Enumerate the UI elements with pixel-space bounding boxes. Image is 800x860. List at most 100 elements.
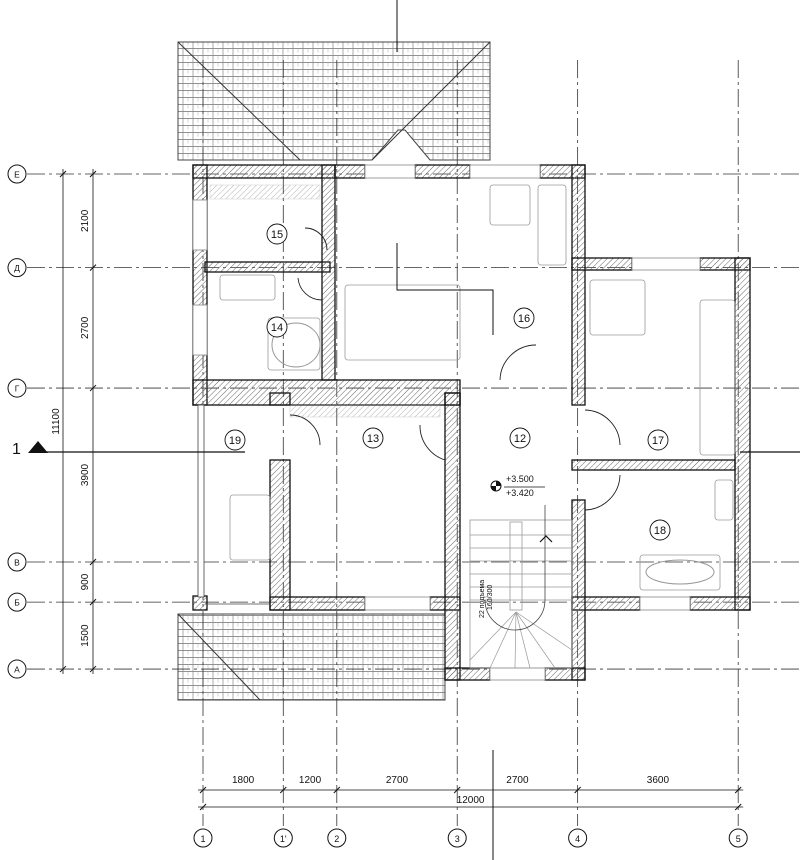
roof-bottom xyxy=(177,613,446,701)
room-bubble xyxy=(266,223,288,245)
furniture-item xyxy=(699,299,736,456)
wardrobe xyxy=(289,404,441,418)
roof-ridge xyxy=(371,41,491,161)
axis-label: Д xyxy=(14,263,20,273)
furniture-item xyxy=(714,479,734,521)
wall xyxy=(689,596,751,611)
axis-bubble xyxy=(728,828,748,848)
axis-bubble xyxy=(7,378,27,398)
furniture-item xyxy=(639,554,721,591)
door-swing xyxy=(297,277,323,301)
bathtub-corner xyxy=(271,322,321,368)
wall xyxy=(204,261,331,273)
dim-tick xyxy=(89,558,97,566)
room-number: 16 xyxy=(518,313,530,325)
dim-tick xyxy=(279,786,287,794)
stair-winder xyxy=(514,611,517,669)
wall xyxy=(444,667,491,681)
roof-ridge xyxy=(177,41,301,161)
stair-path xyxy=(484,505,546,631)
window xyxy=(364,596,431,611)
stair-winder xyxy=(515,611,556,669)
axis-bubble xyxy=(193,828,213,848)
axis-label: 3 xyxy=(455,834,460,844)
elevation-marker-icon xyxy=(491,481,501,491)
axis-label: 4 xyxy=(575,834,580,844)
stair-ratio: 160/300 xyxy=(487,585,494,610)
axis-bubble xyxy=(447,828,467,848)
door-swing xyxy=(304,227,328,251)
window xyxy=(192,199,208,251)
wall xyxy=(192,595,208,611)
room-bubble xyxy=(509,427,531,449)
room-number: 17 xyxy=(652,435,664,447)
dim-label: 1800 xyxy=(232,775,255,786)
axis-bubble xyxy=(7,552,27,572)
axis-label: Е xyxy=(14,170,20,180)
door-swing xyxy=(499,344,537,381)
dim-tick xyxy=(734,803,742,811)
dim-label: 2700 xyxy=(80,316,91,339)
elevation-top: +3.500 xyxy=(506,474,534,484)
dim-tick xyxy=(59,170,67,178)
stair-steps: 22 подъема xyxy=(479,580,486,618)
axis-label: 5 xyxy=(736,834,741,844)
window xyxy=(192,304,208,356)
balcony-railing xyxy=(197,404,205,598)
axis-bubble xyxy=(327,828,347,848)
stair-winder xyxy=(489,611,517,669)
room-bubble xyxy=(647,429,669,451)
room-number: 14 xyxy=(271,322,283,334)
wall xyxy=(571,499,586,681)
window xyxy=(639,596,691,611)
dim-label: 2700 xyxy=(506,775,529,786)
door-swing xyxy=(289,414,321,446)
wall xyxy=(414,164,471,179)
door-swing xyxy=(584,474,621,511)
dim-label: 2700 xyxy=(386,775,409,786)
axis-bubble xyxy=(568,828,588,848)
stair-arrow-icon xyxy=(539,535,553,543)
dim-tick xyxy=(453,786,461,794)
dim-tick xyxy=(333,786,341,794)
stair-outline xyxy=(469,519,573,669)
axis-label: 1 xyxy=(200,834,205,844)
furniture-item xyxy=(229,494,271,561)
dim-tick xyxy=(59,665,67,673)
roofs xyxy=(177,41,491,701)
room-number: 18 xyxy=(654,525,666,537)
window xyxy=(364,164,416,179)
wall xyxy=(544,667,586,681)
section-label: 1 xyxy=(12,441,21,458)
dim-tick xyxy=(89,264,97,272)
roof-ridge xyxy=(177,613,261,701)
room-bubble xyxy=(649,519,671,541)
wall xyxy=(269,392,291,406)
walls xyxy=(192,164,751,681)
dim-total-label: 11100 xyxy=(51,408,62,435)
section-line-interior xyxy=(396,243,494,335)
stair-winder xyxy=(515,611,531,669)
room-bubble xyxy=(266,316,288,338)
dim-label: 900 xyxy=(80,573,91,590)
wardrobe xyxy=(209,184,321,200)
furniture-item xyxy=(344,284,461,361)
dim-tick xyxy=(734,786,742,794)
elevation-bottom: +3.420 xyxy=(506,488,534,498)
room-number: 12 xyxy=(514,433,526,445)
room-number: 15 xyxy=(271,229,283,241)
axis-bubble xyxy=(7,164,27,184)
wall xyxy=(571,257,633,271)
dim-label: 1200 xyxy=(299,775,322,786)
wall xyxy=(269,596,366,611)
dim-tick xyxy=(574,786,581,794)
room-bubble xyxy=(362,427,384,449)
wall xyxy=(321,164,336,381)
furniture-item xyxy=(489,184,531,226)
wall xyxy=(269,459,291,611)
furniture-item xyxy=(219,274,276,301)
axis-label: 1' xyxy=(280,834,287,844)
door-swing xyxy=(584,409,621,446)
furniture xyxy=(28,0,800,860)
